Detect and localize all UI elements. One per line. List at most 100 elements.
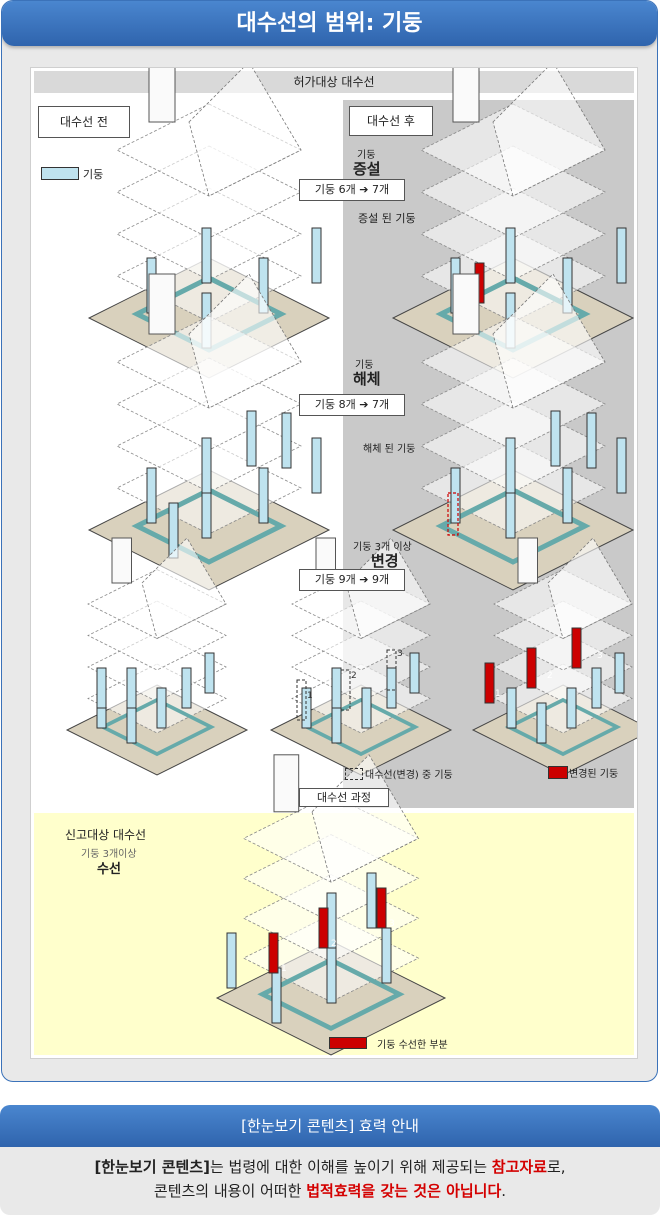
repaired-column: [268, 932, 279, 974]
column: [281, 412, 292, 469]
base-beam: [435, 487, 591, 565]
roof: [311, 754, 419, 883]
row1-category: 기둥: [357, 150, 376, 161]
report-title: 신고대상 대수선: [65, 828, 147, 842]
column: [201, 227, 212, 284]
repaired-column: [376, 887, 387, 929]
base-beam: [98, 697, 216, 757]
column: [409, 652, 420, 694]
repaired-legend-label: 기둥 수선한 부분: [377, 1040, 448, 1051]
notice-body: [한눈보기 콘텐츠]는 법령에 대한 이해를 높이기 위해 제공되는 참고자료로…: [0, 1147, 660, 1215]
row3-action: 변경: [371, 552, 399, 570]
changed-legend-label: 변경된 기둥: [569, 769, 619, 780]
column: [311, 227, 322, 284]
before-label: 대수선 전: [38, 106, 130, 138]
column: [616, 227, 627, 284]
chimney: [111, 537, 132, 584]
repaired-column: [318, 907, 329, 949]
column: [616, 437, 627, 494]
notice-legal-emphasis: 법적효력을 갖는 것은 아닙니다: [306, 1182, 502, 1200]
chimney: [148, 273, 176, 335]
after-label: 대수선 후: [349, 106, 433, 136]
column: [311, 437, 322, 494]
changed-column: [571, 627, 582, 669]
column: [326, 947, 337, 1004]
repaired-legend-swatch: [329, 1037, 367, 1049]
row2-callout: 해체 된 기둥: [363, 444, 416, 455]
notice-text: .: [501, 1182, 507, 1200]
marker-number: 1: [495, 689, 501, 699]
roof: [492, 273, 606, 409]
roof: [492, 68, 606, 197]
removed-column: [447, 492, 459, 536]
report-action: 수선: [97, 862, 121, 877]
column: [450, 467, 461, 524]
marker-number: 2: [331, 939, 337, 949]
column: [331, 667, 342, 709]
marker-number: 3: [397, 649, 403, 659]
column: [562, 467, 573, 524]
column: [386, 667, 397, 709]
marker-number: 3: [597, 651, 603, 661]
row2-change: 기둥 8개 ➔ 7개: [299, 394, 405, 416]
permit-header: 허가대상 대수선: [34, 71, 634, 93]
column: [591, 667, 602, 709]
roof: [547, 537, 633, 640]
notice-content-name: [한눈보기 콘텐츠]: [94, 1158, 210, 1176]
column: [271, 967, 282, 1024]
column: [566, 687, 577, 729]
in-progress-column: [340, 669, 351, 711]
column: [126, 667, 137, 709]
roof: [141, 537, 227, 640]
column-legend-label: 기둥: [83, 168, 104, 181]
row3-change: 기둥 9개 ➔ 9개: [299, 569, 405, 591]
notice-reference-emphasis: 참고자료: [491, 1158, 547, 1176]
column: [146, 467, 157, 524]
column: [156, 687, 167, 729]
marker-number: 3: [389, 919, 395, 929]
row2-category: 기둥: [355, 360, 374, 371]
changed-column: [526, 647, 537, 689]
column: [366, 872, 377, 929]
column: [505, 437, 516, 494]
marker-number: 1: [307, 691, 313, 701]
changed-legend-swatch: [548, 766, 568, 779]
marker-number: 2: [547, 671, 553, 681]
column: [258, 467, 269, 524]
row1-change: 기둥 6개 ➔ 7개: [299, 179, 405, 201]
column: [361, 687, 372, 729]
column: [506, 687, 517, 729]
notice-text: 는 법령에 대한 이해를 높이기 위해 제공되는: [209, 1158, 492, 1176]
chimney: [452, 68, 480, 123]
roof: [188, 273, 302, 409]
in-progress-legend-label: 대수선(변경) 중 기둥: [365, 770, 453, 781]
column: [181, 667, 192, 709]
column: [204, 652, 215, 694]
column-legend-swatch: [41, 167, 79, 180]
base-beam: [504, 697, 622, 757]
base-beam: [257, 957, 405, 1032]
column: [331, 702, 342, 744]
row2-action: 해체: [353, 370, 381, 388]
chimney: [517, 537, 538, 584]
chimney: [452, 273, 480, 335]
roof: [188, 68, 302, 197]
in-progress-column: [386, 649, 397, 691]
changed-column: [484, 662, 495, 704]
base-beam: [131, 487, 287, 565]
marker-number: 1: [281, 964, 287, 974]
base-beam: [302, 697, 420, 757]
column: [536, 702, 547, 744]
notice-line-1: [한눈보기 콘텐츠]는 법령에 대한 이해를 높이기 위해 제공되는 참고자료로…: [0, 1155, 660, 1179]
column: [201, 437, 212, 494]
process-label: 대수선 과정: [299, 788, 389, 807]
row3-category: 기둥 3개 이상: [353, 542, 412, 553]
in-progress-legend-swatch: [345, 768, 363, 780]
notice-text: 로,: [546, 1158, 566, 1176]
notice-text: 콘텐츠의 내용이 어떠한: [153, 1182, 307, 1200]
column: [505, 227, 516, 284]
column: [246, 410, 257, 467]
